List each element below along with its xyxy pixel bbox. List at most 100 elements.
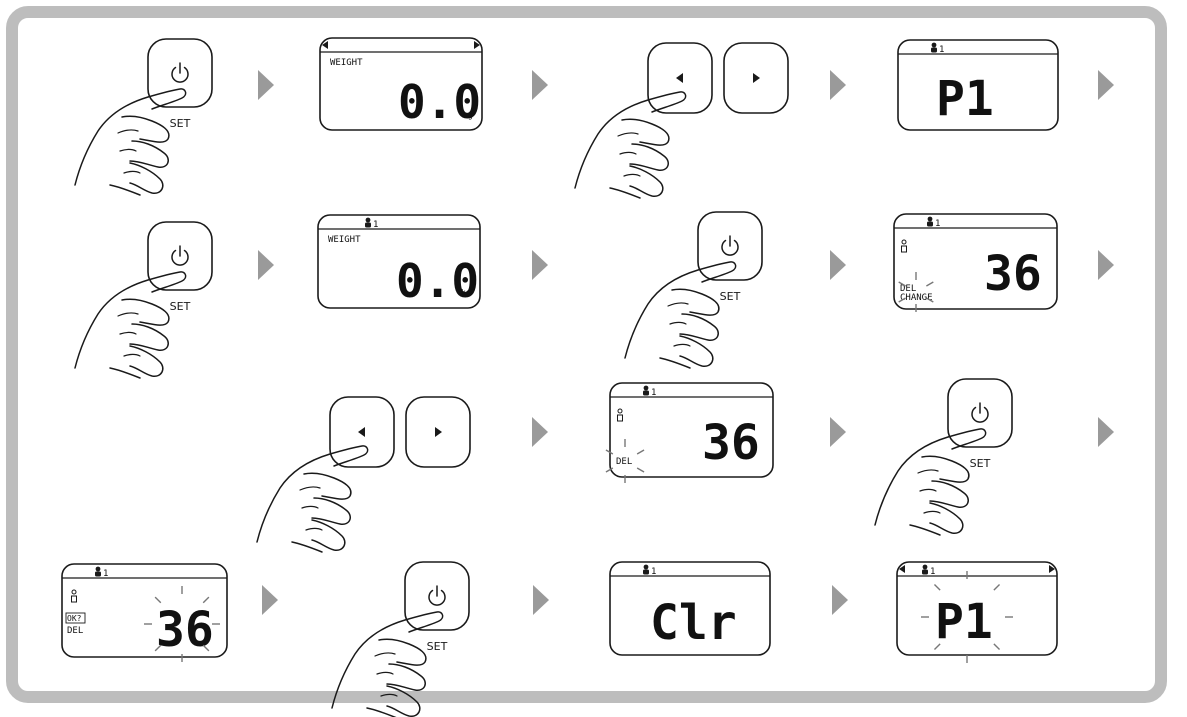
- hand-index-finger: [256, 445, 369, 543]
- triangle-right-icon: [435, 427, 442, 437]
- press-set-illustration: SET: [74, 221, 213, 379]
- flash-tick: [898, 281, 906, 287]
- hand-knuckle-lines: [667, 302, 691, 347]
- triangle-right-arrow: [532, 417, 548, 447]
- hand-ring-finger: [129, 323, 169, 351]
- hand-little-finger: [629, 165, 664, 197]
- triangle-right-arrow: [258, 250, 274, 280]
- triangle-right-arrow: [1098, 417, 1114, 447]
- set-label: SET: [720, 290, 741, 303]
- person-icon: [922, 564, 928, 570]
- triangle-right-icon: [1049, 565, 1055, 573]
- del-label: DEL: [616, 457, 632, 467]
- person-icon: [643, 564, 649, 570]
- person-icon-body: [931, 47, 937, 53]
- person-icon: [643, 385, 649, 391]
- triangle-right-arrow: [830, 70, 846, 100]
- flash-tick: [202, 644, 210, 652]
- person-icon: [365, 217, 371, 223]
- hand-little-finger: [311, 519, 346, 551]
- hand-middle-finger: [121, 298, 170, 326]
- hand-knuckle-lines: [617, 132, 641, 177]
- step-arrow-icon: [532, 250, 548, 280]
- age-person-icon: [617, 408, 623, 414]
- flash-tick: [933, 583, 941, 591]
- person-icon-body: [922, 569, 928, 575]
- flash-tick: [202, 596, 210, 604]
- hand-ring-finger: [679, 313, 719, 341]
- press-left-right-illustration: [256, 396, 471, 553]
- lcd-frame: [317, 214, 481, 309]
- hand-ring-finger: [629, 143, 669, 171]
- set-label: SET: [427, 640, 448, 653]
- age-person-body: [71, 595, 77, 603]
- lcd-frame: [319, 37, 483, 131]
- age-person-body: [901, 245, 907, 253]
- age-person-icon: [71, 589, 77, 595]
- weight-label: WEIGHT: [328, 235, 361, 245]
- flash-tick: [154, 644, 162, 652]
- step-arrow-icon: [830, 250, 846, 280]
- triangle-right-icon: [474, 41, 480, 49]
- triangle-right-arrow: [1098, 250, 1114, 280]
- flash-tick: [605, 467, 614, 473]
- change-label: CHANGE: [900, 293, 933, 303]
- age-person-icon: [901, 239, 907, 245]
- hand-palm-line: [291, 541, 323, 553]
- step-arrow-icon: [830, 70, 846, 100]
- step-arrow-icon: [532, 417, 548, 447]
- flash-tick: [636, 449, 645, 455]
- set-label: SET: [170, 117, 191, 130]
- age-value: 36: [156, 602, 214, 658]
- flash-tick: [993, 643, 1001, 651]
- set-label: SET: [170, 300, 191, 313]
- person-icon: [931, 42, 937, 48]
- hand-index-finger: [331, 611, 444, 709]
- hand-middle-finger: [921, 455, 970, 483]
- profile-number: 1: [930, 567, 935, 577]
- ok-box: [65, 612, 86, 624]
- triangle-left-icon: [322, 41, 328, 49]
- triangle-left-icon: [358, 427, 365, 437]
- hand-ring-finger: [311, 497, 351, 525]
- profile-number: 1: [651, 567, 656, 577]
- hand-little-finger: [679, 335, 714, 367]
- triangle-right-arrow: [832, 585, 848, 615]
- step-arrow-icon: [533, 585, 549, 615]
- person-icon-body: [365, 222, 371, 228]
- step-arrow-icon: [258, 70, 274, 100]
- lcd-frame: [896, 561, 1058, 656]
- power-icon: [721, 235, 739, 256]
- unit-kg: kg: [461, 288, 471, 297]
- triangle-left-icon: [676, 73, 683, 83]
- flash-tick: [993, 583, 1001, 591]
- person-icon-body: [643, 569, 649, 575]
- lcd-frame: [609, 561, 771, 656]
- flash-tick: [926, 281, 934, 287]
- profile-number: 1: [373, 220, 378, 230]
- hand-index-finger: [624, 261, 737, 359]
- power-icon: [428, 585, 446, 606]
- weight-value: 0.0: [396, 254, 479, 308]
- hand-knuckle-lines: [299, 486, 323, 531]
- hand-index-finger: [74, 271, 187, 369]
- triangle-right-arrow: [262, 585, 278, 615]
- step-arrow-icon: [258, 250, 274, 280]
- hand-middle-finger: [378, 638, 427, 666]
- triangle-right-arrow: [533, 585, 549, 615]
- power-icon: [171, 245, 189, 266]
- profile-number: 1: [103, 569, 108, 579]
- press-set-illustration: SET: [624, 211, 763, 369]
- weight-label: WEIGHT: [330, 58, 363, 68]
- triangle-right-icon: [753, 73, 760, 83]
- lcd-frame: [893, 213, 1058, 310]
- hand-little-finger: [929, 502, 964, 534]
- power-icon: [971, 402, 989, 423]
- triangle-right-arrow: [532, 70, 548, 100]
- profile-number: 1: [939, 45, 944, 55]
